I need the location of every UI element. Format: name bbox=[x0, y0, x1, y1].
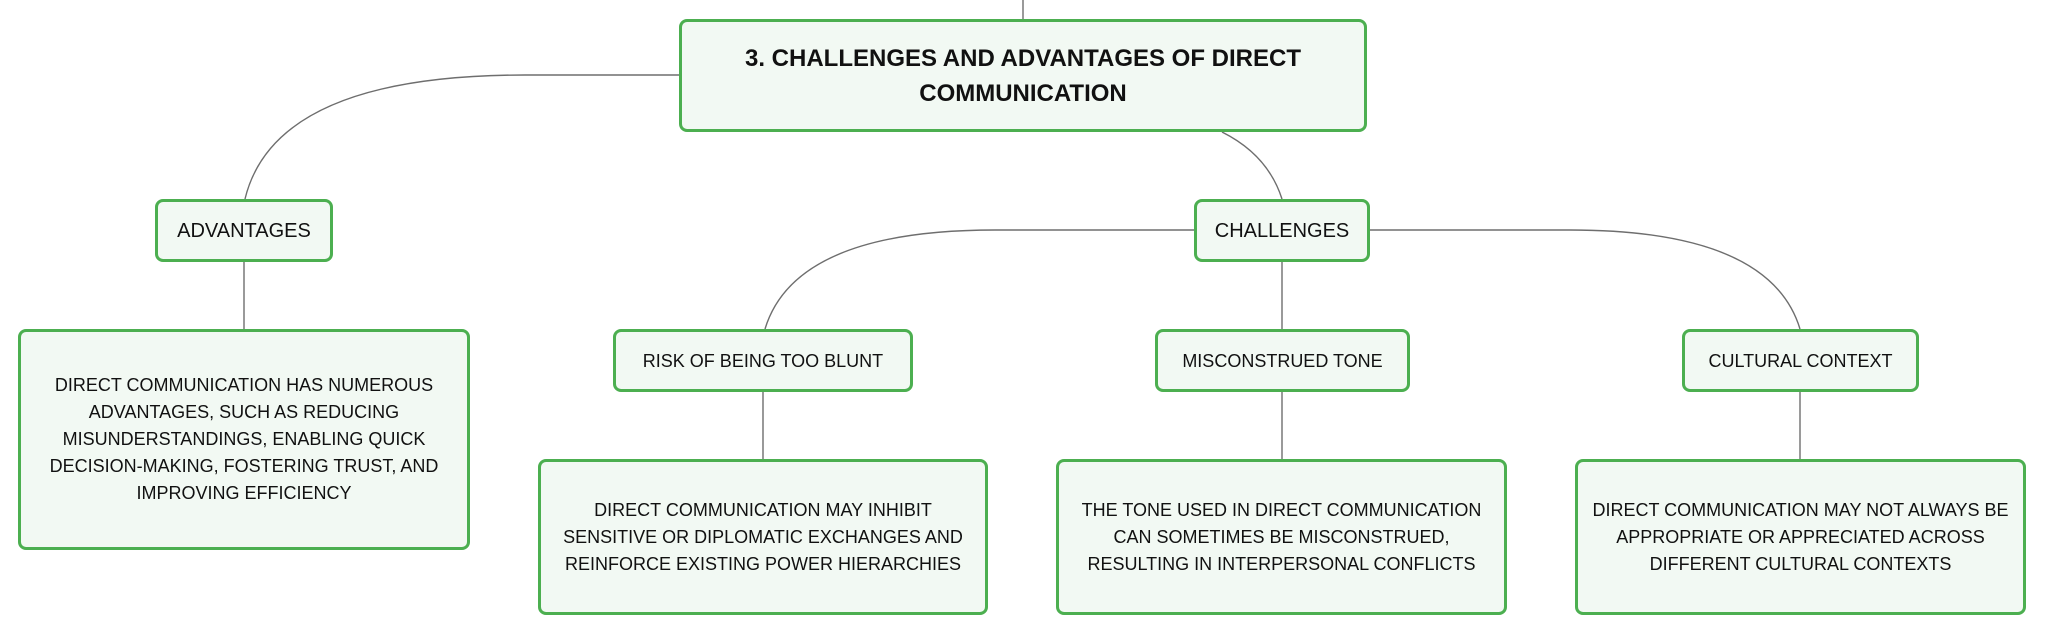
challenges-label: CHALLENGES bbox=[1214, 219, 1350, 242]
advantages-detail-text: DIRECT COMMUNICATION HAS NUMEROUS ADVANT… bbox=[49, 375, 439, 503]
cultural-detail-node[interactable]: DIRECT COMMUNICATION MAY NOT ALWAYS BE A… bbox=[1575, 459, 2026, 615]
advantages-node[interactable]: ADVANTAGES bbox=[155, 199, 333, 262]
cultural-context-node[interactable]: CULTURAL CONTEXT bbox=[1682, 329, 1919, 392]
connector-challenges-to-risk bbox=[764, 229, 1194, 330]
risk-of-being-too-blunt-label: RISK OF BEING TOO BLUNT bbox=[642, 350, 884, 371]
misconstrued-tone-label: MISCONSTRUED TONE bbox=[1182, 350, 1383, 371]
risk-detail-node[interactable]: DIRECT COMMUNICATION MAY INHIBIT SENSITI… bbox=[538, 459, 988, 615]
misconstrued-tone-node[interactable]: MISCONSTRUED TONE bbox=[1155, 329, 1410, 392]
cultural-detail-text: DIRECT COMMUNICATION MAY NOT ALWAYS BE A… bbox=[1592, 499, 2009, 574]
connector-root-to-advantages bbox=[244, 74, 679, 200]
advantages-label: ADVANTAGES bbox=[177, 219, 311, 242]
advantages-detail-node[interactable]: DIRECT COMMUNICATION HAS NUMEROUS ADVANT… bbox=[18, 329, 470, 550]
tone-detail-node[interactable]: THE TONE USED IN DIRECT COMMUNICATION CA… bbox=[1056, 459, 1507, 615]
tone-detail-text: THE TONE USED IN DIRECT COMMUNICATION CA… bbox=[1081, 499, 1482, 574]
risk-detail-text: DIRECT COMMUNICATION MAY INHIBIT SENSITI… bbox=[563, 499, 963, 574]
challenges-node[interactable]: CHALLENGES bbox=[1194, 199, 1370, 262]
root-topic-label: 3. CHALLENGES AND ADVANTAGES OF DIRECT C… bbox=[744, 44, 1302, 107]
cultural-context-label: CULTURAL CONTEXT bbox=[1708, 350, 1893, 371]
risk-of-being-too-blunt-node[interactable]: RISK OF BEING TOO BLUNT bbox=[613, 329, 913, 392]
connector-root-to-challenges bbox=[1221, 131, 1283, 200]
root-topic-node[interactable]: 3. CHALLENGES AND ADVANTAGES OF DIRECT C… bbox=[679, 19, 1367, 132]
connector-challenges-to-cultural bbox=[1370, 229, 1801, 330]
